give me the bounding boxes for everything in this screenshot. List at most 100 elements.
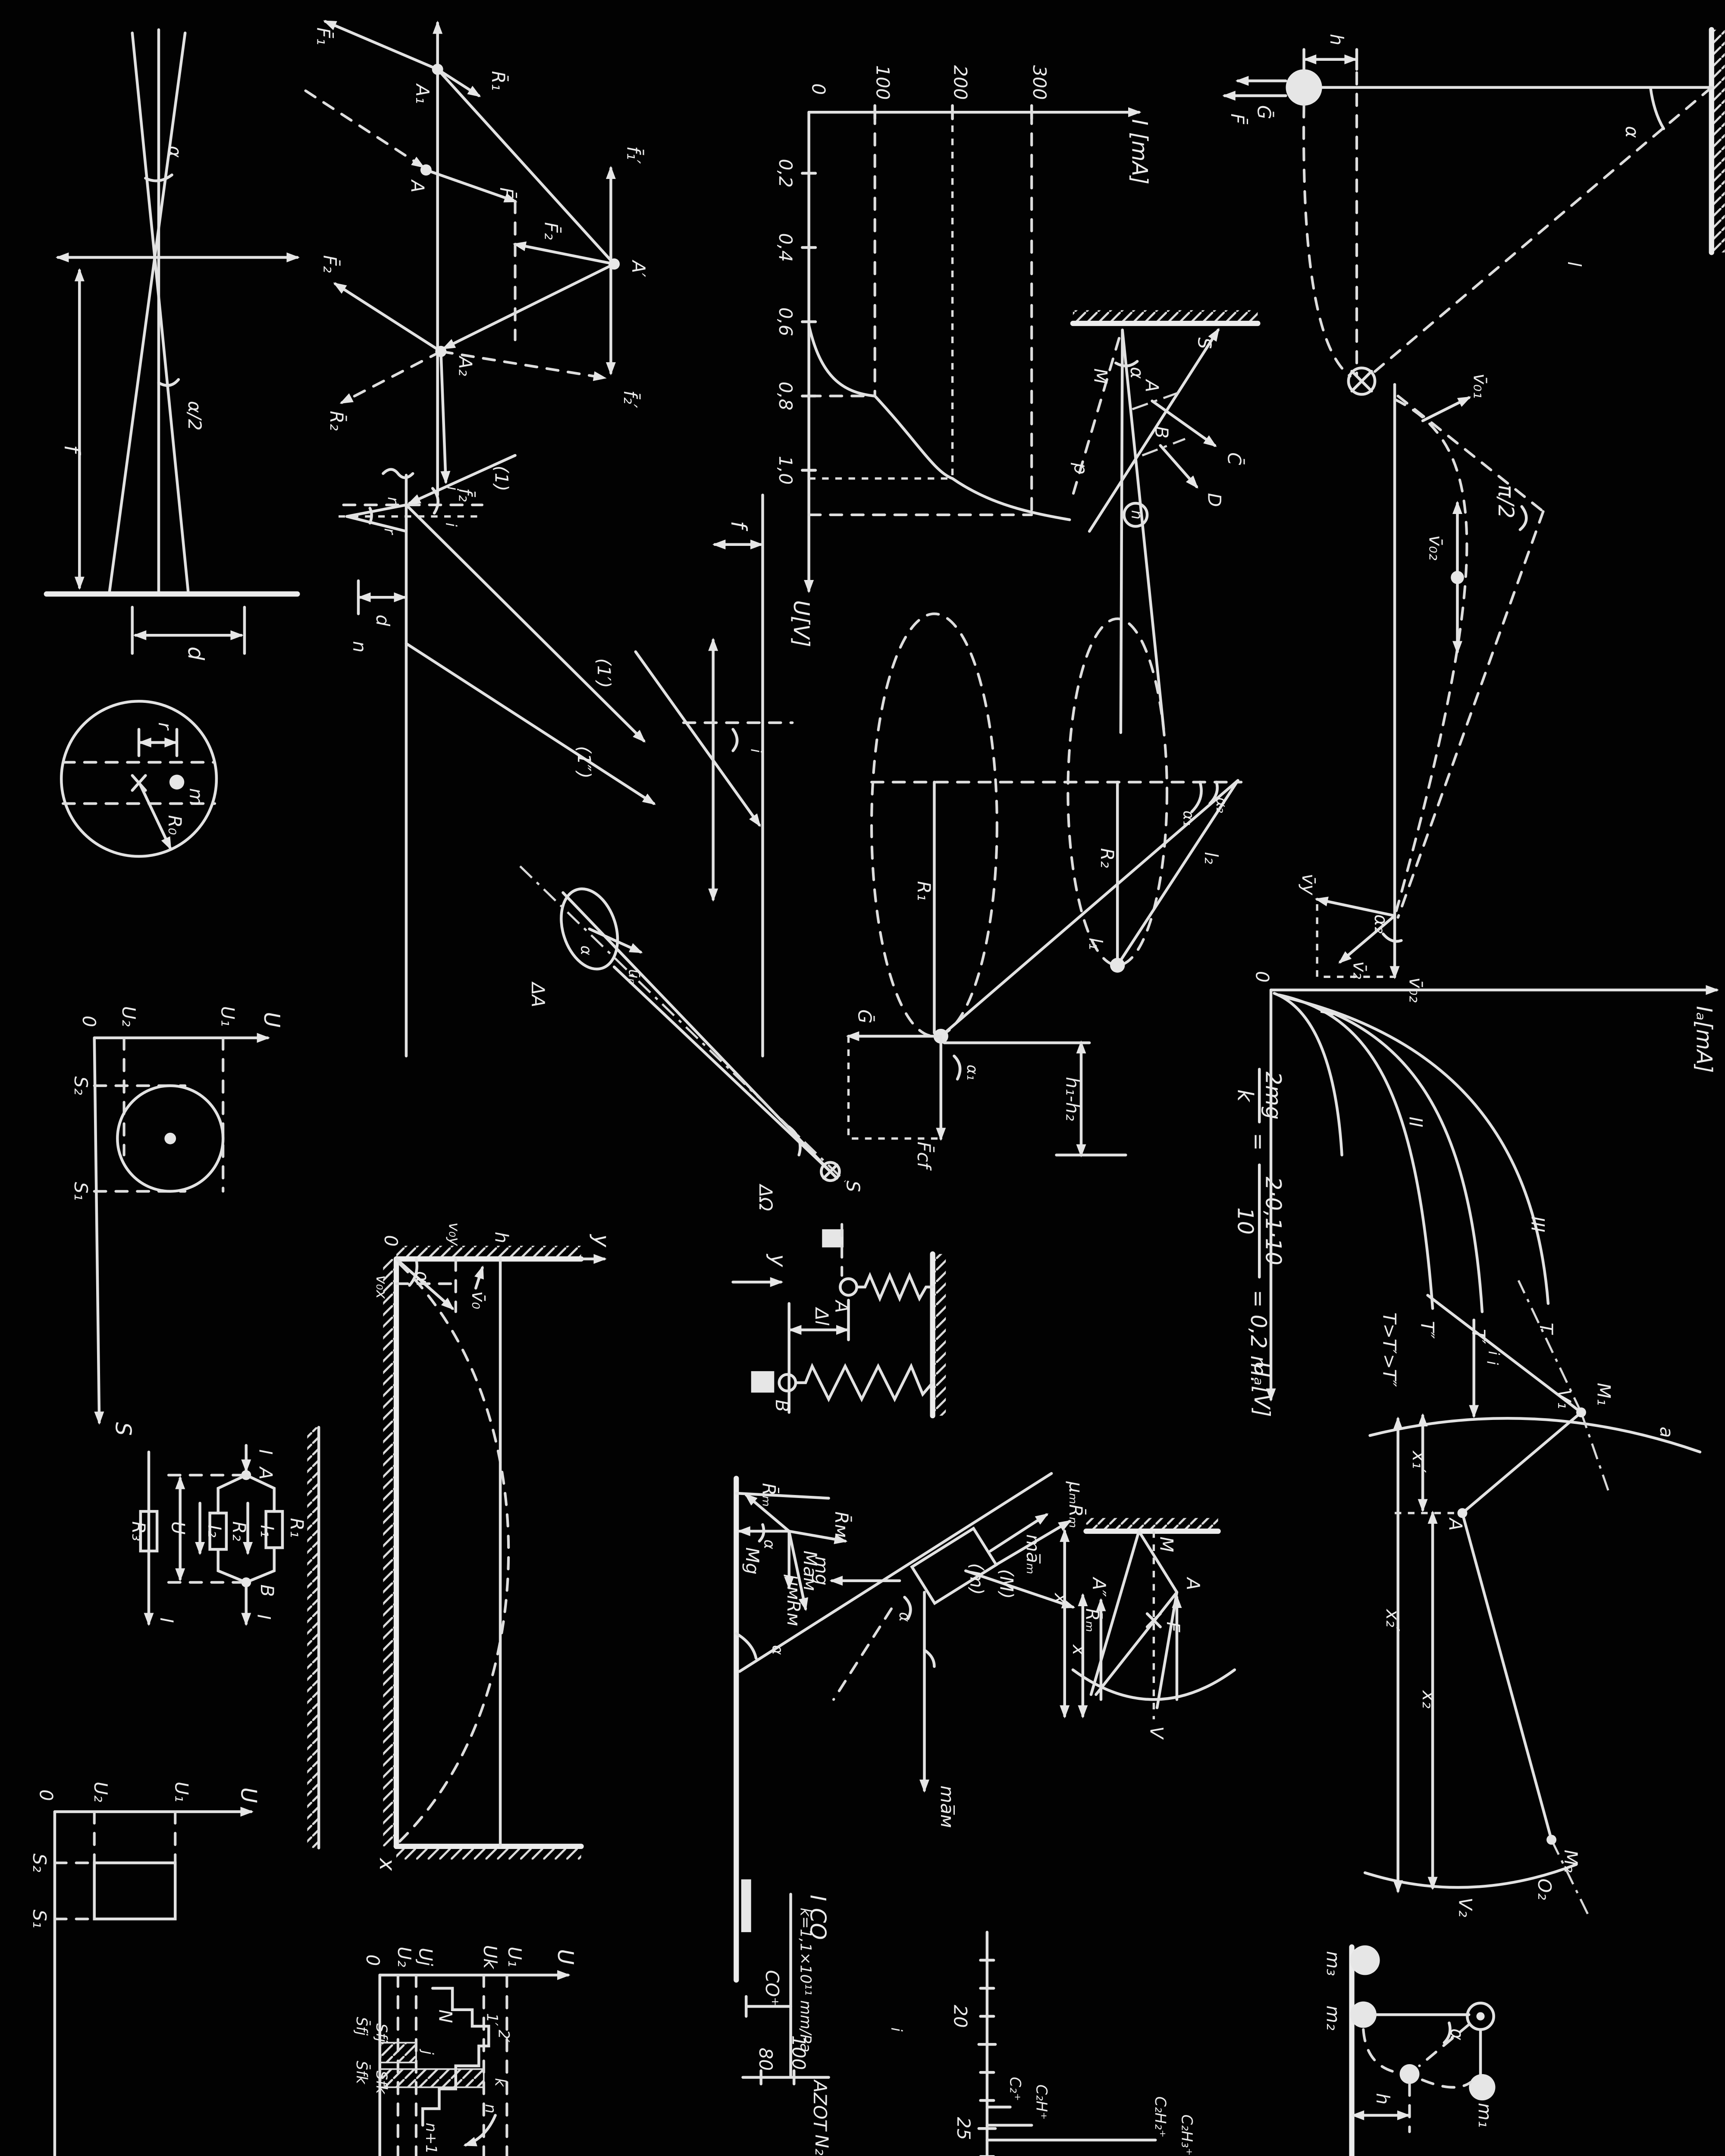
current-in-label: I bbox=[255, 1449, 276, 1454]
tick-100: 100 bbox=[788, 2035, 809, 2070]
MaM-label: Maᴍ bbox=[800, 1551, 821, 1591]
wedge-force-polygon bbox=[737, 1493, 848, 1611]
projectile-corner-diagram: 0 y v₀y v̄₀ v₀x α h x bbox=[307, 1222, 614, 1871]
A-label: A bbox=[407, 179, 428, 193]
f2-label: f̄₂ bbox=[455, 488, 477, 502]
formula-num2: 2·0,1·10 bbox=[1261, 1177, 1286, 1266]
A-label: A bbox=[831, 1299, 852, 1313]
U-label: U bbox=[168, 1521, 189, 1535]
diode-tick-02: 0,2 bbox=[775, 159, 796, 188]
Uk-label: Uk bbox=[480, 1945, 501, 1970]
a-label: a bbox=[1656, 1427, 1677, 1438]
curve-T-label: T bbox=[1536, 1323, 1557, 1335]
region-I: I bbox=[1316, 1010, 1337, 1015]
inclined-plane-diagram: (M) (m) R̄ₘ α Mg Maᴍ μᴍRᴍ R̄ᴍ ma̅ₘ μₘR̄ₘ… bbox=[734, 1472, 1104, 1983]
U-axis-label: U bbox=[553, 1949, 578, 1965]
circled-n bbox=[1123, 501, 1149, 528]
U1-label: U₁ bbox=[217, 1006, 238, 1027]
formula-den2: 10 bbox=[1233, 1207, 1258, 1235]
resistor-R3 bbox=[139, 1510, 159, 1553]
v0x-label: v₀x bbox=[373, 1275, 390, 1299]
i-label: i bbox=[1485, 1351, 1502, 1355]
parallel-circuit-diagram: I A R₂ R₁ I₁ I₂ U B I R₃ I bbox=[128, 1444, 307, 1626]
diode-tick-0: 0 bbox=[808, 83, 829, 95]
i-label: i bbox=[1483, 1361, 1500, 1365]
diode-x-axis-label: U[V] bbox=[789, 600, 814, 647]
step-2p-label: 2′ bbox=[495, 2030, 512, 2043]
region-III: III bbox=[1527, 1216, 1549, 1232]
M2-label: M₂ bbox=[1560, 1850, 1581, 1873]
ray1p-label: (1′) bbox=[593, 658, 615, 688]
diode-tick-04: 0,4 bbox=[775, 233, 796, 262]
ball-m1 bbox=[1469, 2074, 1496, 2101]
R1-label: R̄₁ bbox=[488, 71, 510, 91]
focus-label: F bbox=[1163, 1622, 1184, 1633]
ball-m3 bbox=[1350, 1945, 1380, 1975]
I1-label: I₁ bbox=[257, 1525, 278, 1537]
origin-label: 0 bbox=[78, 1015, 100, 1027]
R3-label: R₃ bbox=[128, 1521, 149, 1541]
R0-label: R₀ bbox=[164, 815, 185, 835]
v02-label: v̄₀₂ bbox=[1425, 535, 1446, 561]
ball-m2 bbox=[1350, 2001, 1377, 2028]
Aprime-label: A′ bbox=[628, 260, 649, 278]
triode-origin: 0 bbox=[1252, 971, 1273, 983]
left-wall-hatch bbox=[307, 1427, 319, 1848]
block-label: (m) bbox=[966, 1563, 988, 1595]
h-label: h bbox=[1326, 34, 1347, 46]
lens-angle-diagram: α α/2 f d bbox=[44, 28, 300, 661]
x-prime-label: x′ bbox=[1051, 1592, 1072, 1608]
f2prime-label: f̄₂′ bbox=[620, 390, 642, 408]
Sfj-bar-label: S̄fj bbox=[353, 2017, 370, 2036]
alpha-label: α bbox=[1446, 2028, 1468, 2040]
alpha2-label: α₂ bbox=[1213, 797, 1230, 813]
resistor-R2 bbox=[208, 1511, 228, 1551]
staircase-diagram: 0 U₂ Uj Uk U₁ U S̄fj Sfj S̄fk Sfk N 1′ 2… bbox=[353, 1945, 578, 2156]
springs-diagram: y A Δl B bbox=[731, 1223, 946, 1419]
curve-Tp-label: T′ bbox=[1468, 1329, 1489, 1344]
mum-Rm-label: μₘR̄ₘ bbox=[1065, 1481, 1087, 1528]
Uj-label: Uj bbox=[415, 1948, 436, 1966]
h-label: h bbox=[491, 1232, 512, 1244]
I-left-label: I bbox=[156, 1617, 177, 1623]
C2H-peak-label: C₂H⁺ bbox=[1033, 2084, 1050, 2120]
alpha-label: α bbox=[164, 146, 185, 158]
triode-graph: Iₐ[mA] 0 I II III T″ T′ T T>T′>T″ i Uₐ[V… bbox=[1249, 971, 1719, 1418]
triode-x-label: Uₐ[V] bbox=[1249, 1362, 1274, 1417]
muM-RM-label: μᴍRᴍ bbox=[783, 1574, 804, 1626]
C-label: C̄ bbox=[1224, 452, 1246, 465]
planet-tunnel-diagram: r m R₀ bbox=[60, 700, 218, 858]
diode-tick-300: 300 bbox=[1029, 65, 1050, 100]
step-n1-label: n+1 bbox=[422, 2123, 439, 2154]
concave-mirror-diagram: M x′ x A″ A F V bbox=[1051, 1518, 1236, 1740]
alpha-base-label: α bbox=[768, 1645, 786, 1655]
Fprime-label: F̄′ bbox=[496, 188, 518, 202]
un-label: ūₙ bbox=[625, 969, 643, 985]
G-label: Ḡ bbox=[1253, 105, 1274, 119]
alpha-label: α bbox=[1126, 367, 1148, 379]
S-label: S bbox=[843, 1181, 864, 1192]
delta-omega-label: ΔΩ bbox=[755, 1184, 776, 1211]
ball-intermediate bbox=[1399, 2064, 1420, 2084]
G-label: Ḡ bbox=[854, 1009, 875, 1024]
pendulum-ball bbox=[1286, 69, 1322, 106]
A-label: A bbox=[1141, 379, 1162, 392]
vertex-label: V bbox=[1146, 1726, 1167, 1740]
RM-label: R̄ᴍ bbox=[831, 1511, 853, 1538]
U2-label: U₂ bbox=[118, 1006, 139, 1027]
Sfj-label: Sfj bbox=[373, 2024, 390, 2043]
formula-block: 2mg k = 2·0,1·10 10 = 0,2 m. bbox=[1233, 1068, 1286, 1383]
diode-tick-06: 0,6 bbox=[775, 307, 796, 336]
U-axis-label: U bbox=[259, 1012, 284, 1028]
F-label: F̄ bbox=[1227, 113, 1249, 124]
x-label: x bbox=[1069, 1644, 1090, 1656]
delta-A-label: ΔA bbox=[527, 981, 549, 1008]
node-B-label: B bbox=[257, 1584, 278, 1597]
i2-label: i bbox=[442, 523, 459, 527]
diode-tick-100: 100 bbox=[872, 65, 894, 100]
diode-tick-08: 0,8 bbox=[775, 382, 796, 411]
S-label: S bbox=[1194, 338, 1215, 349]
n-label: n bbox=[349, 641, 370, 653]
Sfk-label: Sfk bbox=[373, 2071, 390, 2095]
y-label: y bbox=[766, 1253, 791, 1267]
